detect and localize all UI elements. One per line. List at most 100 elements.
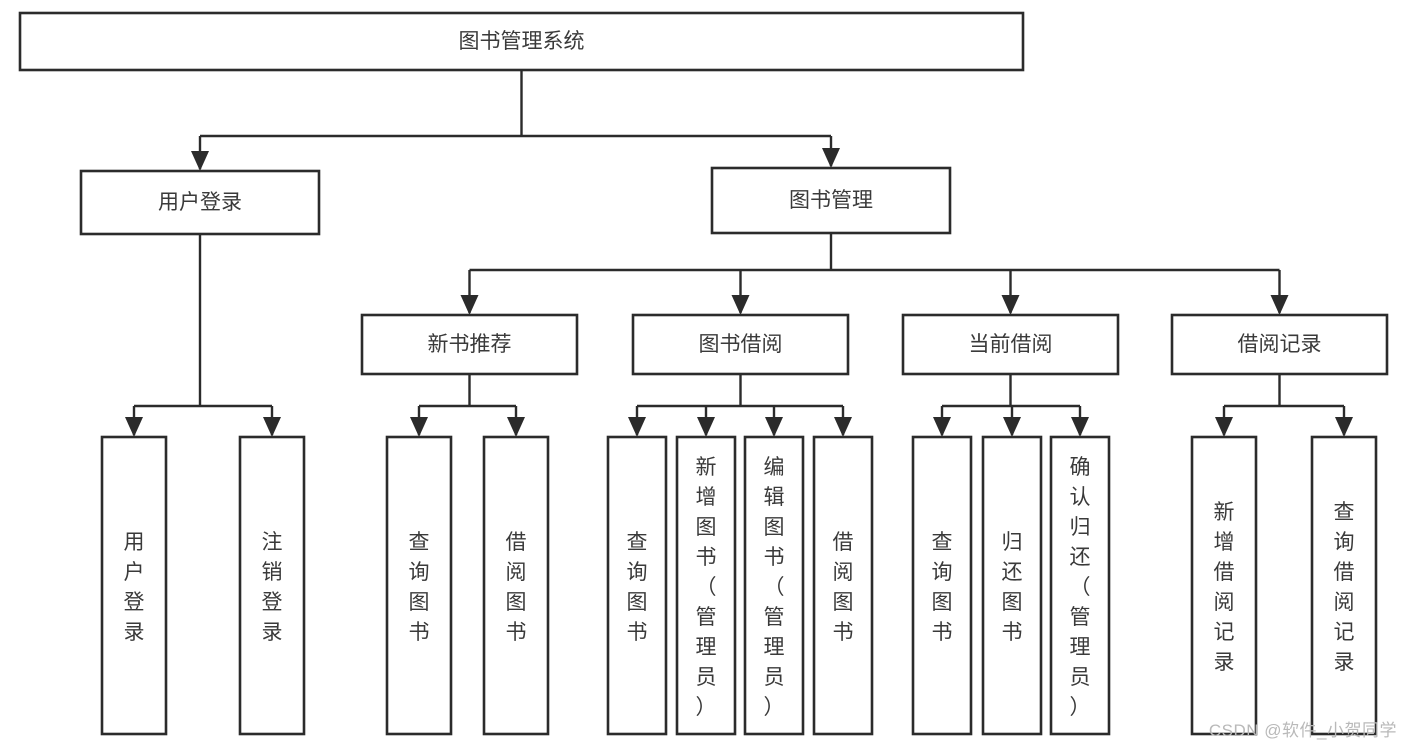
leaf-node-box[interactable] bbox=[1310, 435, 1378, 736]
leaf-node-box[interactable] bbox=[1190, 435, 1258, 736]
leaf-node-box[interactable] bbox=[606, 435, 668, 736]
arrow-head-icon bbox=[1003, 417, 1021, 437]
leaf-node-box[interactable] bbox=[238, 435, 306, 736]
node-label-char: 图 bbox=[1002, 591, 1023, 614]
connector-edge-recommend-to-leaves bbox=[410, 374, 525, 437]
node-label-char: 查 bbox=[932, 531, 953, 554]
arrow-head-icon bbox=[1071, 417, 1089, 437]
node-label-char: 询 bbox=[932, 561, 953, 584]
node-root[interactable]: 图书管理系统 bbox=[18, 11, 1025, 72]
node-borrow-record[interactable]: 借阅记录 bbox=[1170, 313, 1389, 376]
arrow-head-icon bbox=[765, 417, 783, 437]
node-label-char: 图 bbox=[696, 516, 717, 539]
node-label: 图书管理系统 bbox=[459, 30, 585, 53]
node-label-char: 登 bbox=[262, 591, 283, 614]
leaf-node-box[interactable] bbox=[100, 435, 168, 736]
node-label-char: 书 bbox=[409, 621, 430, 644]
connector-edge-current-to-leaves bbox=[933, 374, 1089, 437]
node-label-char: 借 bbox=[506, 531, 527, 554]
leaf-node-box[interactable] bbox=[812, 435, 874, 736]
level2-node-box[interactable] bbox=[710, 166, 952, 235]
arrow-head-icon bbox=[822, 148, 840, 168]
node-label-char: 询 bbox=[1334, 531, 1355, 554]
node-label-char: 图 bbox=[833, 591, 854, 614]
node-label-char: 理 bbox=[764, 636, 785, 659]
node-label-char: 查 bbox=[627, 531, 648, 554]
node-label-char: 借 bbox=[1334, 561, 1355, 584]
node-label-char: 记 bbox=[1214, 621, 1235, 644]
node-label-char: 还 bbox=[1070, 546, 1091, 569]
node-label-char: 归 bbox=[1002, 531, 1023, 554]
arrow-head-icon bbox=[1270, 295, 1289, 315]
arrow-head-icon bbox=[1001, 295, 1020, 315]
csdn-watermark: CSDN @软件_小贺同学 bbox=[1208, 721, 1397, 740]
node-label-char: 辑 bbox=[764, 486, 785, 509]
leaf-node-box[interactable] bbox=[911, 435, 973, 736]
node-label-char: 阅 bbox=[1214, 591, 1235, 614]
connector-edge-bookmgmt-to-level3 bbox=[460, 233, 1289, 315]
node-user-login[interactable]: 用户登录 bbox=[79, 169, 321, 236]
arrow-head-icon bbox=[628, 417, 646, 437]
node-label-char: 书 bbox=[696, 546, 717, 569]
node-label-char: 录 bbox=[1334, 651, 1355, 674]
level3-node-box[interactable] bbox=[1170, 313, 1389, 376]
node-label: 借阅记录 bbox=[1238, 333, 1322, 356]
node-label-char: 管 bbox=[1070, 606, 1091, 629]
arrow-head-icon bbox=[507, 417, 525, 437]
leaf-node-box[interactable] bbox=[675, 435, 737, 736]
node-label-char: 图 bbox=[932, 591, 953, 614]
node-label-char: （ bbox=[764, 576, 785, 599]
node-book-management[interactable]: 图书管理 bbox=[710, 166, 952, 235]
node-label-char: 新 bbox=[1214, 501, 1235, 524]
node-label-char: 销 bbox=[262, 561, 283, 584]
node-label: 用户登录 bbox=[158, 191, 242, 214]
arrow-head-icon bbox=[933, 417, 951, 437]
node-label-char: 录 bbox=[262, 621, 283, 644]
node-label-char: 管 bbox=[764, 606, 785, 629]
level3-node-box[interactable] bbox=[631, 313, 850, 376]
node-label-char: 增 bbox=[696, 486, 717, 509]
connector-edge-userlogin-to-leaves bbox=[125, 234, 281, 437]
connector-edge-borrow-to-leaves bbox=[628, 374, 852, 437]
node-label-char: 确 bbox=[1070, 456, 1091, 479]
node-leaf-user-login[interactable]: 用户登录 bbox=[100, 435, 168, 736]
level3-node-box[interactable] bbox=[901, 313, 1120, 376]
node-new-book-recommend[interactable]: 新书推荐 bbox=[360, 313, 579, 376]
node-label: 图书管理 bbox=[789, 189, 873, 212]
arrow-head-icon bbox=[697, 417, 715, 437]
leaf-node-box[interactable] bbox=[981, 435, 1043, 736]
arrow-head-icon bbox=[125, 417, 143, 437]
leaf-node-box[interactable] bbox=[385, 435, 453, 736]
leaf-node-box[interactable] bbox=[743, 435, 805, 736]
arrow-head-icon bbox=[460, 295, 479, 315]
node-book-borrow[interactable]: 图书借阅 bbox=[631, 313, 850, 376]
leaf-node-box[interactable] bbox=[482, 435, 550, 736]
node-label: 当前借阅 bbox=[969, 333, 1053, 356]
node-label-char: 借 bbox=[833, 531, 854, 554]
node-label-char: 书 bbox=[627, 621, 648, 644]
node-label-char: 阅 bbox=[833, 561, 854, 584]
level2-node-box[interactable] bbox=[79, 169, 321, 236]
node-label-char: 询 bbox=[627, 561, 648, 584]
leaf-node-box[interactable] bbox=[1049, 435, 1111, 736]
node-label-char: 图 bbox=[409, 591, 430, 614]
root-node-box[interactable] bbox=[18, 11, 1025, 72]
node-label-char: 户 bbox=[124, 561, 145, 584]
node-current-borrow[interactable]: 当前借阅 bbox=[901, 313, 1120, 376]
node-label-char: 员 bbox=[696, 666, 717, 689]
connectors-layer bbox=[125, 70, 1353, 437]
level3-node-box[interactable] bbox=[360, 313, 579, 376]
